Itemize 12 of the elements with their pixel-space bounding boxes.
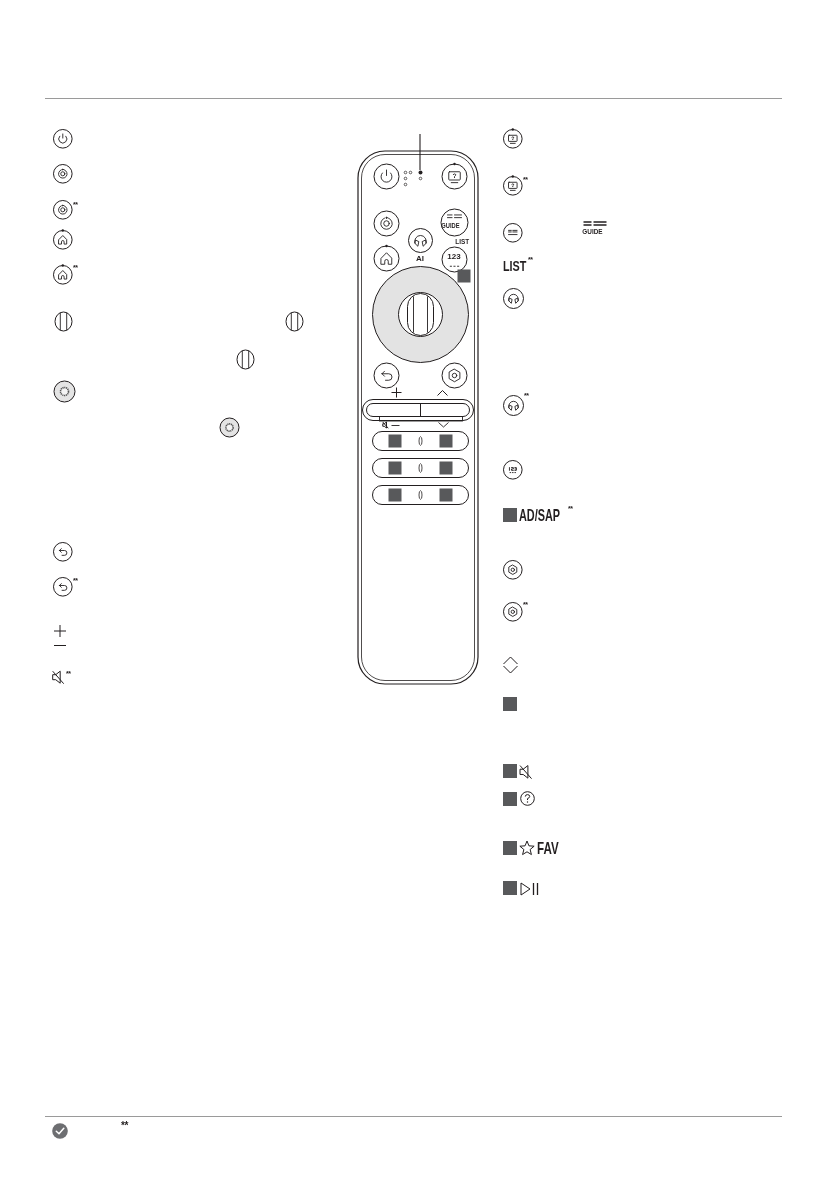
leader-line — [419, 133, 421, 171]
footnote-mark: ** — [121, 1121, 128, 1131]
key-label: GUIDE — [582, 227, 603, 236]
button-label: LIST — [455, 237, 470, 246]
hole-icon — [418, 170, 422, 174]
button-label: 123 — [447, 252, 461, 261]
button-label: GUIDE — [441, 221, 460, 230]
key-label: LIST — [503, 258, 527, 274]
remote-control — [355, 148, 480, 686]
button-label: AI — [416, 255, 424, 263]
key-label: AD/SAP — [519, 507, 561, 524]
key-label: FAV — [537, 840, 559, 857]
